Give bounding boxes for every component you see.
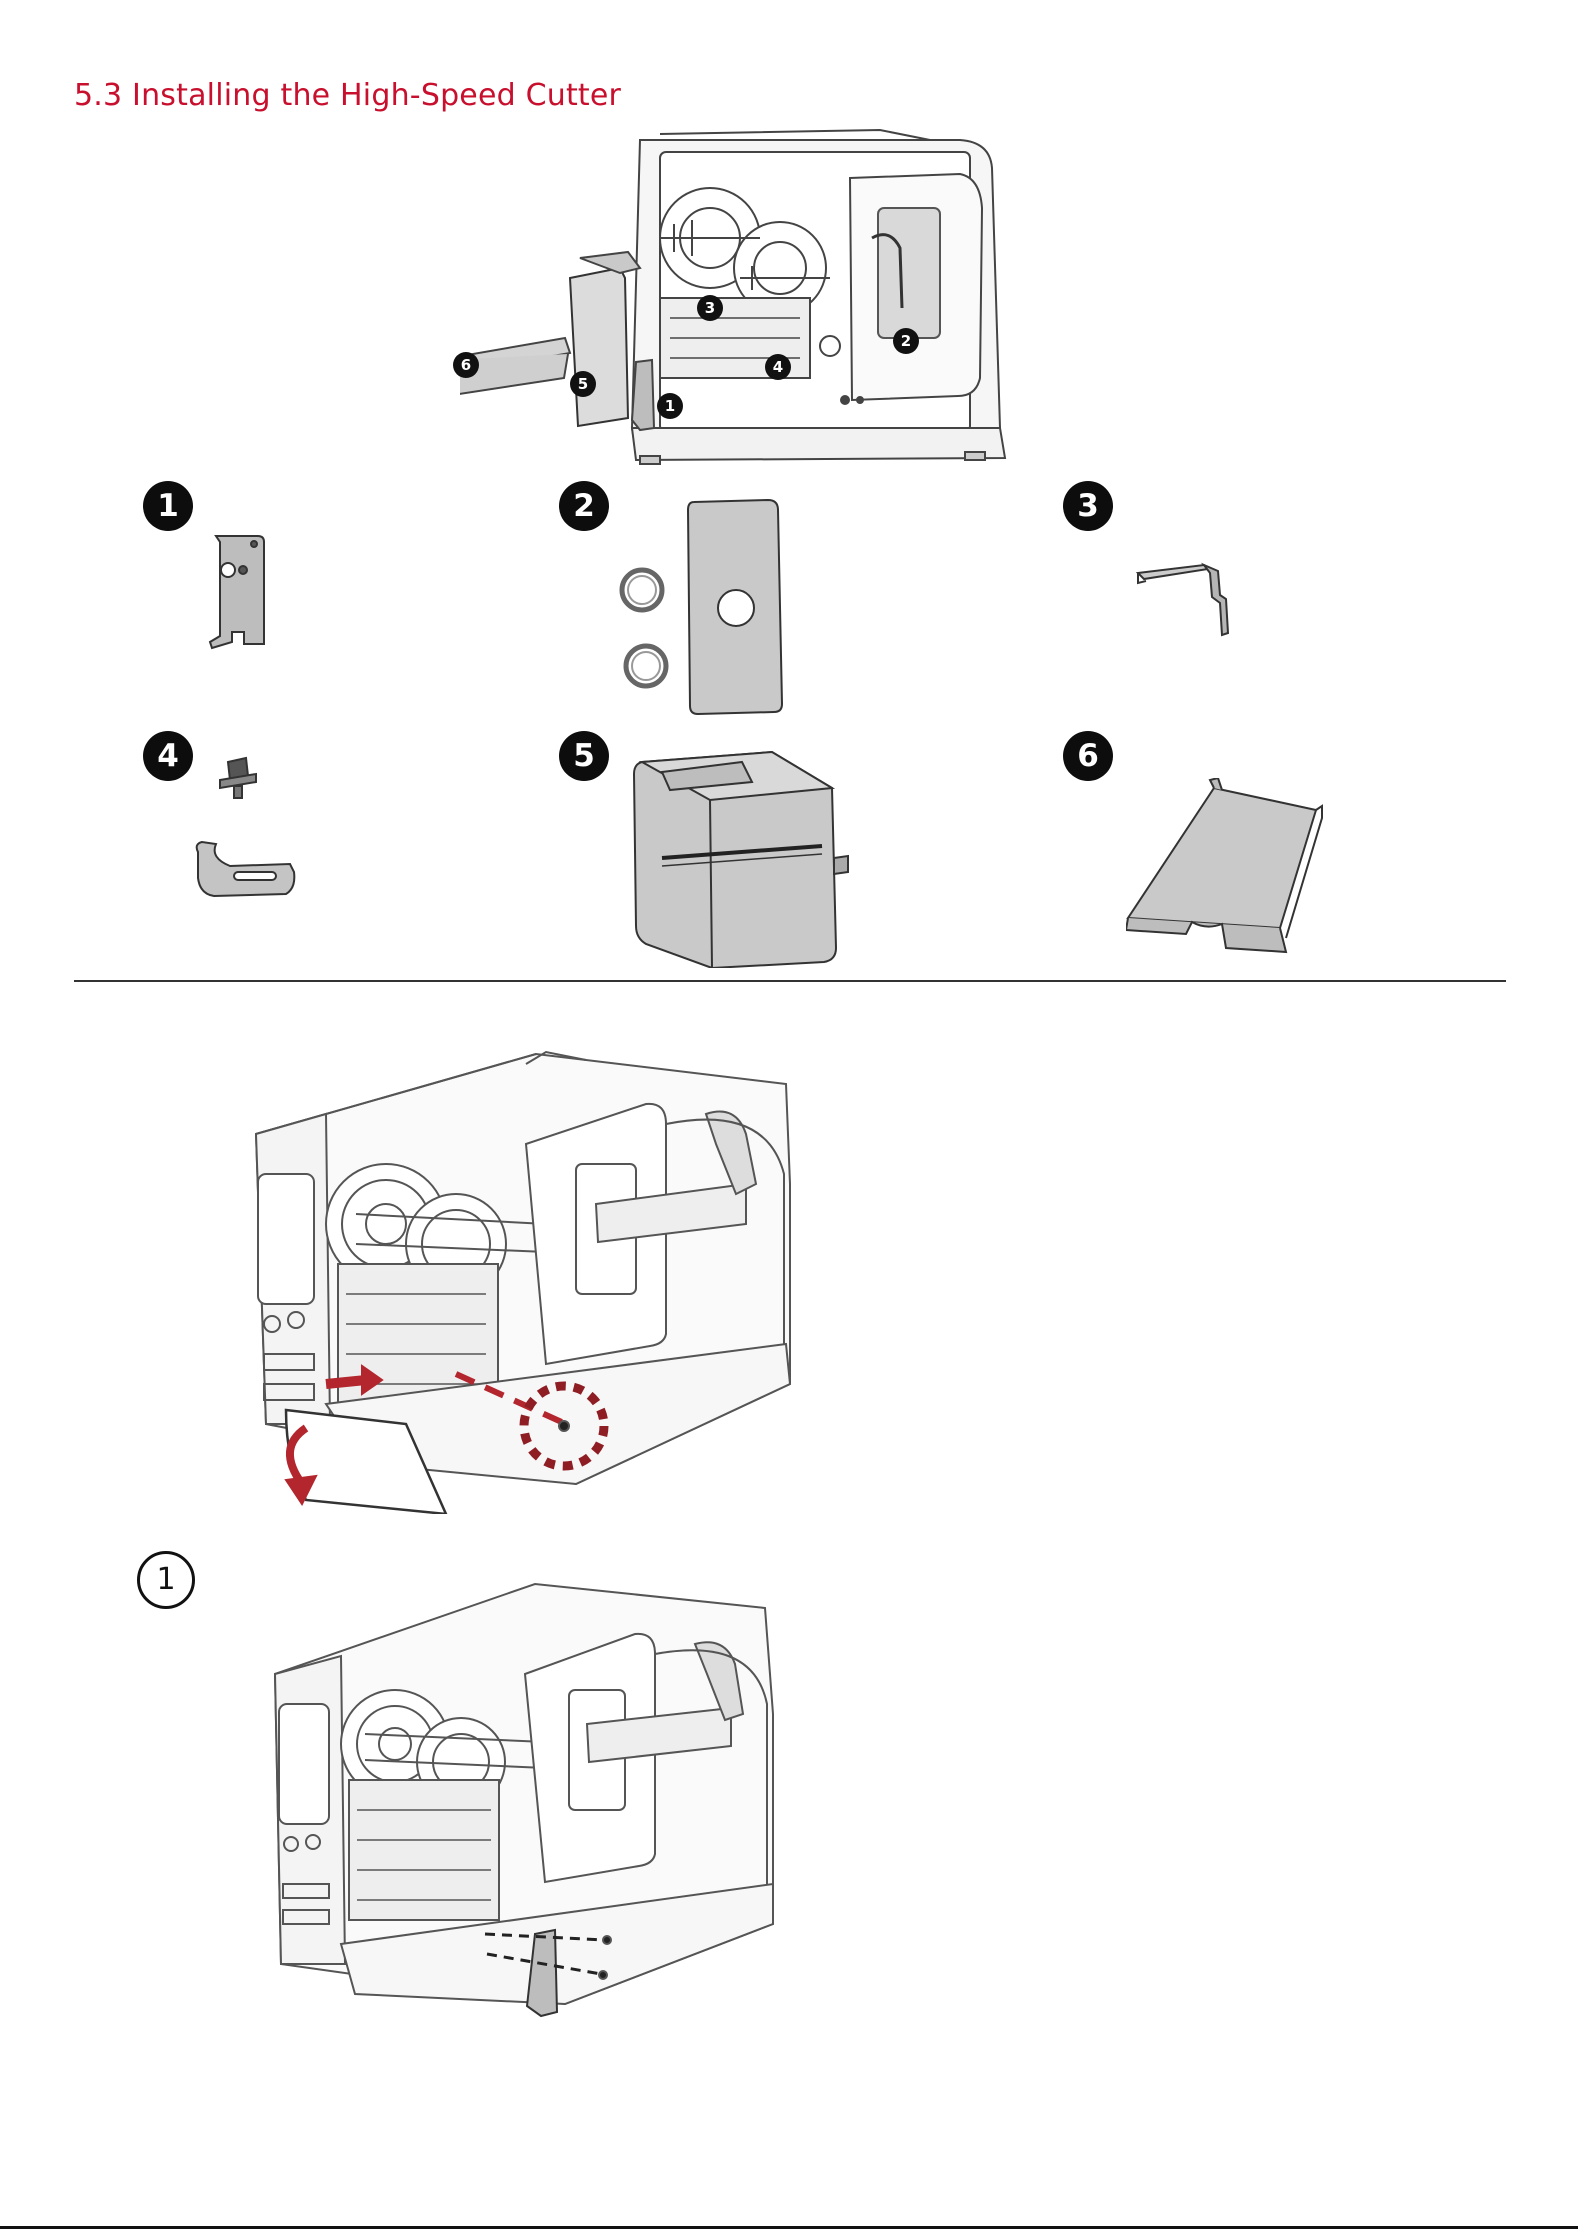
install-bracket-illustration [265,1564,785,2024]
overview-callout-4: 4 [765,354,791,380]
part-number-3: 3 [1063,481,1113,531]
printer-overview-illustration: 6 5 1 3 4 2 [460,128,1020,468]
page-title: 5.3 Installing the High-Speed Cutter [74,78,621,113]
overview-callout-5: 5 [570,371,596,397]
step-number-1: 1 [137,1551,195,1609]
page-footer-rule [0,2226,1578,2229]
part-number-2: 2 [559,481,609,531]
remove-front-panel-illustration [246,1044,796,1514]
section-divider [74,980,1506,982]
bracket-plate-icon [208,532,268,656]
thumbscrew-and-hook-plate-icon [190,748,310,904]
overview-callout-1: 1 [657,393,683,419]
overview-callout-3: 3 [697,295,723,321]
label-guide-icon [1134,555,1236,637]
paper-tray-icon [1126,778,1324,978]
cutter-module-icon [622,748,852,968]
part-number-6: 6 [1063,731,1113,781]
overview-callout-2: 2 [893,328,919,354]
part-number-1: 1 [143,481,193,531]
part-number-5: 5 [559,731,609,781]
overview-callout-6: 6 [453,352,479,378]
cover-plate-with-rings-icon [618,498,786,720]
part-number-4: 4 [143,731,193,781]
